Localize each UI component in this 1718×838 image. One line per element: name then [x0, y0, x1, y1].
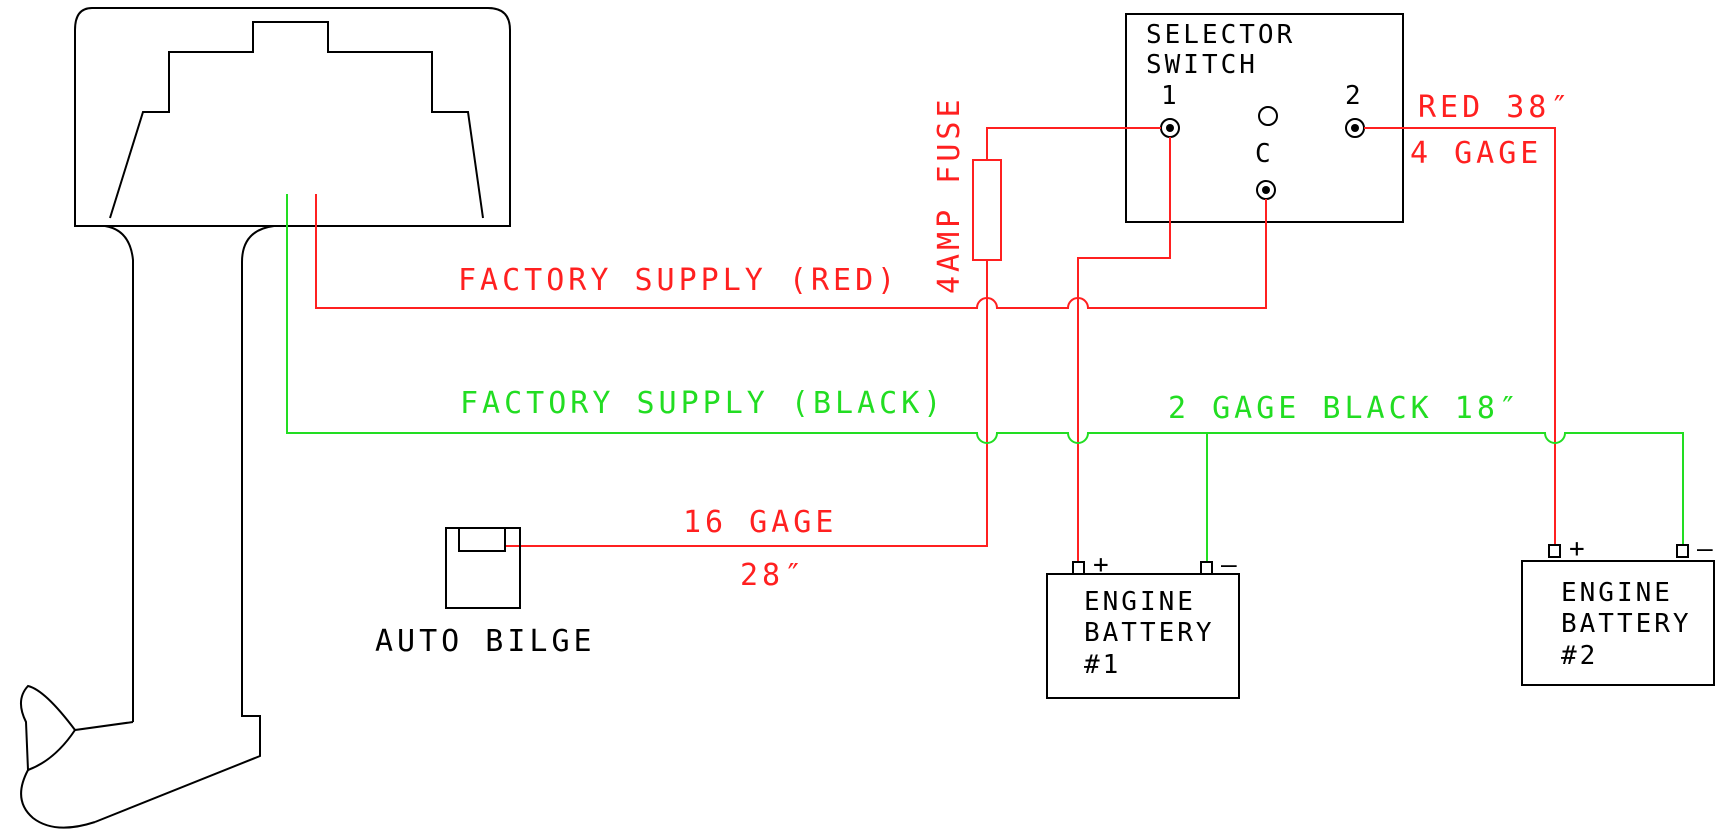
auto-bilge-label: AUTO BILGE — [375, 624, 596, 659]
motor-cowling — [74, 7, 511, 227]
battery1-label-line3: #1 — [1084, 650, 1121, 680]
selector-title-line2: SWITCH — [1146, 50, 1258, 80]
fuse-label: 4AMP FUSE — [932, 95, 967, 294]
battery2-label-line1: ENGINE — [1561, 578, 1673, 608]
motor-propeller — [20, 684, 134, 829]
battery1-plus: + — [1093, 550, 1112, 580]
battery1-label-line1: ENGINE — [1084, 587, 1196, 617]
motor-midsection — [104, 225, 134, 722]
battery2-minus: – — [1697, 534, 1716, 564]
factory-supply-black-label: FACTORY SUPPLY (BLACK) — [460, 386, 945, 421]
sixteen-gage-label: 16 GAGE — [683, 505, 837, 540]
red-38-label: RED 38″ — [1418, 90, 1572, 125]
two-gage-black-label: 2 GAGE BLACK 18″ — [1168, 391, 1521, 426]
terminal-1-label: 1 — [1161, 81, 1180, 111]
factory-supply-red-label: FACTORY SUPPLY (RED) — [458, 263, 899, 298]
green-wiring — [286, 194, 1684, 562]
engine-battery-2: + – ENGINE BATTERY #2 — [1521, 534, 1716, 686]
battery1-label-line2: BATTERY — [1084, 618, 1215, 648]
four-gage-label: 4 GAGE — [1410, 136, 1542, 171]
selector-switch: SELECTOR SWITCH 1 2 C — [1125, 13, 1404, 223]
factory-supply-black-wire — [286, 194, 1684, 545]
engine-battery-1: + – ENGINE BATTERY #1 — [1046, 550, 1240, 699]
terminal-c-label: C — [1255, 139, 1274, 169]
fuse — [972, 159, 1002, 261]
battery2-label-line3: #2 — [1561, 641, 1598, 671]
battery2-plus: + — [1569, 534, 1588, 564]
red-wiring — [315, 127, 1556, 562]
battery2-label-line2: BATTERY — [1561, 609, 1692, 639]
selector-title-line1: SELECTOR — [1146, 20, 1295, 50]
outboard-motor — [20, 7, 511, 829]
factory-supply-red-wire — [315, 194, 1267, 309]
auto-bilge-pump — [445, 527, 521, 609]
battery1-positive-wire — [1077, 137, 1171, 562]
terminal-2-label: 2 — [1345, 81, 1364, 111]
battery2-positive-wire — [1364, 127, 1556, 545]
motor-powerhead — [109, 21, 484, 219]
twenty-eight-label: 28″ — [740, 558, 806, 593]
fuse-wire — [986, 127, 1161, 160]
battery1-minus: – — [1221, 550, 1240, 580]
terminal-off — [1258, 106, 1278, 126]
